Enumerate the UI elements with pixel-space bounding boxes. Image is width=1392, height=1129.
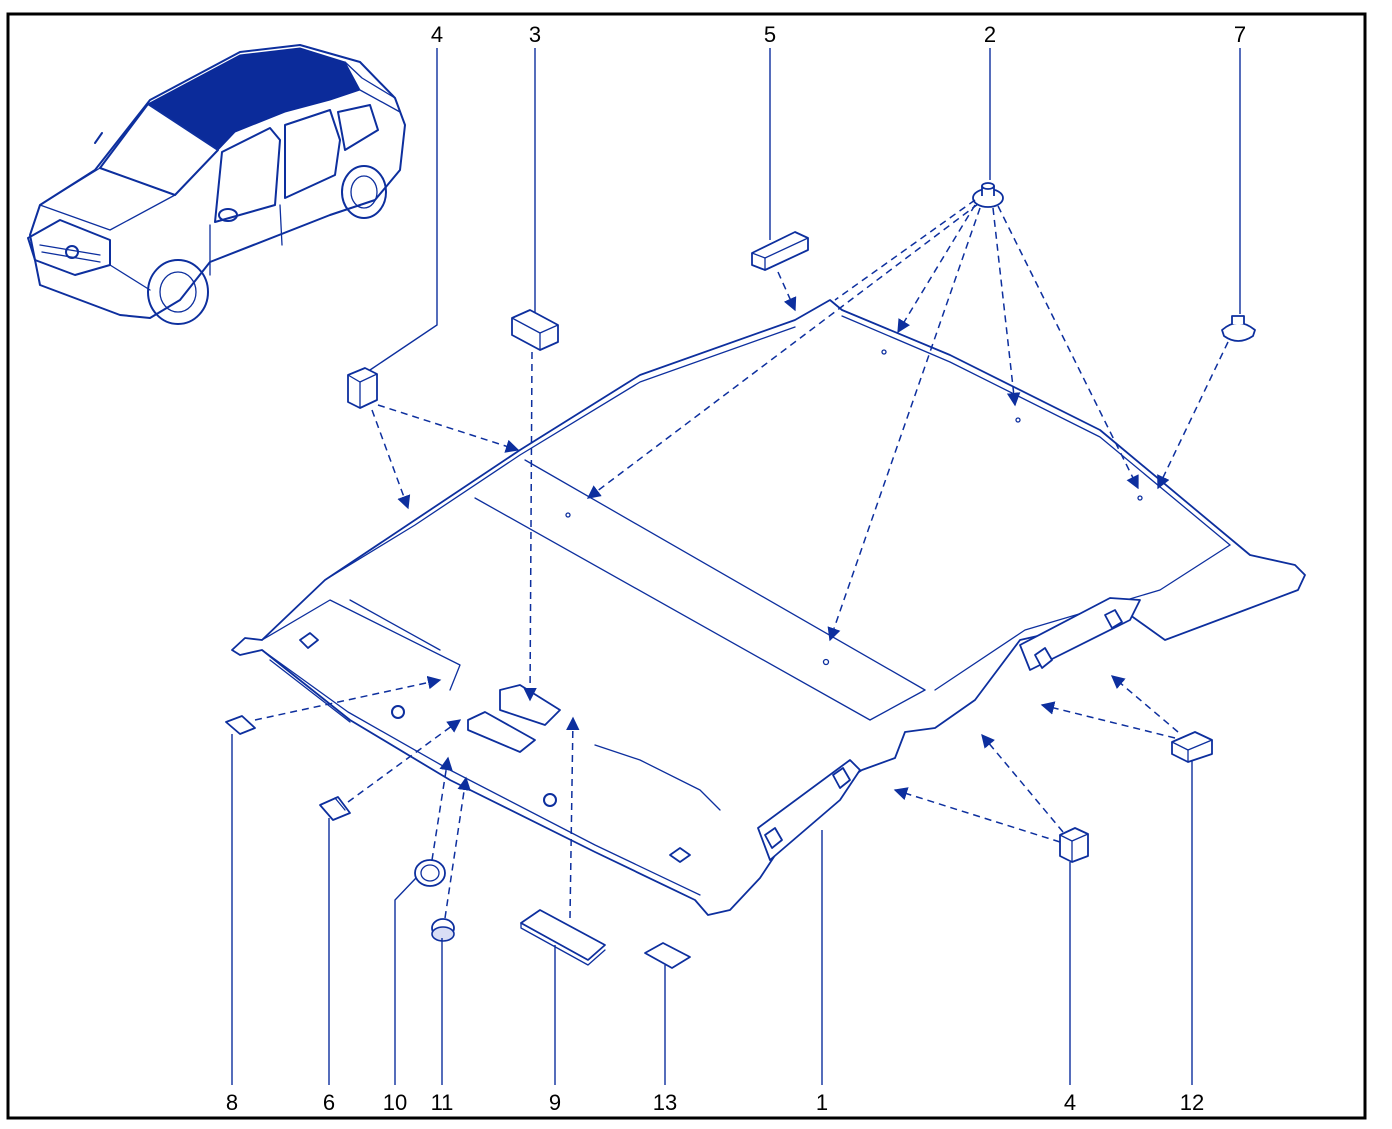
callout-1: 1 xyxy=(816,1090,828,1115)
callout-2: 2 xyxy=(984,22,996,47)
part-cover-6 xyxy=(319,796,351,821)
callout-9: 9 xyxy=(549,1090,561,1115)
car-thumbnail xyxy=(27,44,406,325)
roof-highlight xyxy=(147,47,361,151)
callout-8: 8 xyxy=(226,1090,238,1115)
callout-11: 11 xyxy=(431,1090,454,1115)
part-pad-8 xyxy=(225,715,256,735)
callout-4-bottom: 4 xyxy=(1064,1090,1076,1115)
assembly-arrows xyxy=(254,199,1229,919)
leader-lines xyxy=(231,48,1241,1085)
callout-10: 10 xyxy=(383,1090,407,1115)
callout-5: 5 xyxy=(764,22,776,47)
callout-3: 3 xyxy=(529,22,541,47)
part-clip-2 xyxy=(972,182,1004,208)
callout-6: 6 xyxy=(323,1090,335,1115)
part-block-12 xyxy=(1171,731,1213,763)
part-clip-block-4-lower xyxy=(1059,827,1089,863)
callout-12: 12 xyxy=(1180,1090,1204,1115)
callout-13: 13 xyxy=(653,1090,677,1115)
part-pad-13 xyxy=(644,942,691,969)
part-clip-block-4-upper xyxy=(347,367,378,409)
headliner-panel xyxy=(231,299,1306,916)
callout-7: 7 xyxy=(1234,22,1246,47)
callout-4-top: 4 xyxy=(431,22,443,47)
part-block-5 xyxy=(751,231,809,271)
part-block-3 xyxy=(511,309,559,351)
part-grommet-10 xyxy=(414,859,446,887)
part-cap-11 xyxy=(431,918,455,942)
part-clip-7 xyxy=(1221,315,1256,342)
callout-labels: 4 3 5 2 7 8 6 10 11 9 13 1 4 12 xyxy=(226,22,1246,1115)
